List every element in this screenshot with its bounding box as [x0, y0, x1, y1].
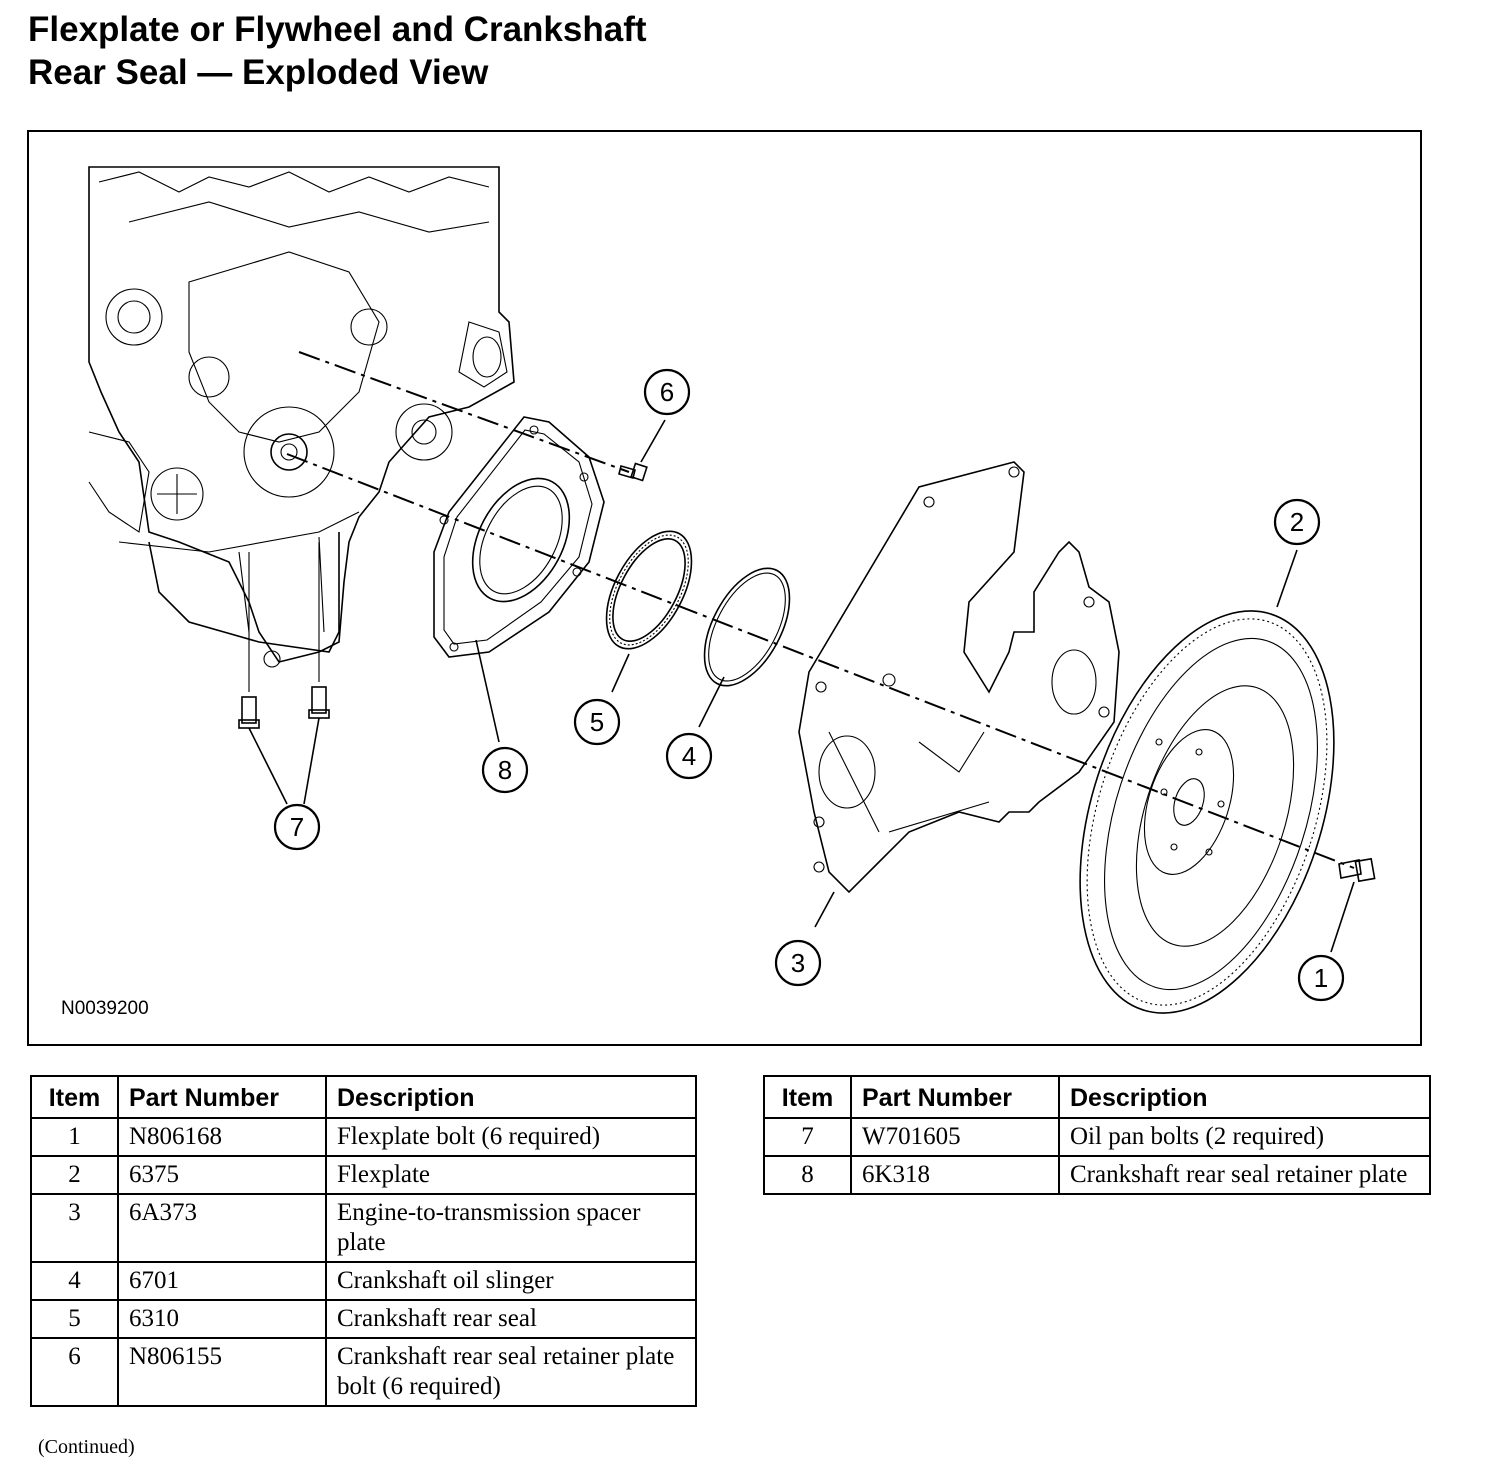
svg-text:4: 4 — [682, 741, 696, 771]
leader-6 — [640, 419, 666, 463]
svg-text:7: 7 — [290, 812, 304, 842]
exploded-view-figure: 6 2 5 4 8 7 3 1 N0039200 — [27, 130, 1422, 1046]
callout-8: 8 — [481, 746, 529, 794]
crankshaft-rear-seal — [605, 530, 693, 650]
header-description: Description — [325, 1075, 697, 1119]
flexplate — [1079, 610, 1335, 1014]
header-part-number: Part Number — [117, 1075, 327, 1119]
table-row: 1 N806168 Flexplate bolt (6 required) — [30, 1117, 697, 1157]
description-cell: Oil pan bolts (2 required) — [1058, 1117, 1431, 1157]
leader-5 — [611, 653, 630, 693]
part-number-cell: N806168 — [117, 1117, 327, 1157]
item-cell: 7 — [763, 1117, 852, 1157]
crank-centerline — [286, 453, 1355, 869]
callout-2: 2 — [1273, 498, 1321, 546]
table-row: 8 6K318 Crankshaft rear seal retainer pl… — [763, 1155, 1431, 1195]
parts-table-left: Item Part Number Description 1 N806168 F… — [30, 1075, 697, 1407]
item-cell: 3 — [30, 1193, 119, 1263]
svg-text:6: 6 — [660, 377, 674, 407]
flexplate-bolt — [1338, 857, 1376, 883]
item-cell: 1 — [30, 1117, 119, 1157]
table-row: 7 W701605 Oil pan bolts (2 required) — [763, 1117, 1431, 1157]
leader-2 — [1276, 549, 1298, 608]
item-cell: 6 — [30, 1337, 119, 1407]
description-cell: Flexplate — [325, 1155, 697, 1195]
table-row: 5 6310 Crankshaft rear seal — [30, 1299, 697, 1339]
engine-to-transmission-spacer-plate — [798, 461, 1120, 894]
item-cell: 4 — [30, 1261, 119, 1301]
figure-id: N0039200 — [61, 998, 149, 1019]
item-cell: 8 — [763, 1155, 852, 1195]
part-number-cell: N806155 — [117, 1337, 327, 1407]
leader-3 — [814, 891, 835, 928]
part-number-cell: 6K318 — [850, 1155, 1060, 1195]
leader-1 — [1330, 881, 1355, 953]
engine-block — [88, 166, 515, 668]
svg-text:1: 1 — [1314, 963, 1328, 993]
header-item: Item — [30, 1075, 119, 1119]
svg-text:2: 2 — [1290, 507, 1304, 537]
leader-7-right — [303, 717, 320, 805]
item-cell: 5 — [30, 1299, 119, 1339]
table-row: 4 6701 Crankshaft oil slinger — [30, 1261, 697, 1301]
leader-4 — [698, 676, 725, 728]
table-header-row: Item Part Number Description — [763, 1075, 1431, 1119]
header-description: Description — [1058, 1075, 1431, 1119]
table-row: 2 6375 Flexplate — [30, 1155, 697, 1195]
rear-seal-retainer-plate — [433, 416, 605, 658]
crankshaft-oil-slinger — [703, 567, 791, 687]
item-cell: 2 — [30, 1155, 119, 1195]
title-line-2: Rear Seal — Exploded View — [28, 53, 489, 92]
part-number-cell: 6701 — [117, 1261, 327, 1301]
callout-7: 7 — [273, 803, 321, 851]
svg-text:5: 5 — [590, 707, 604, 737]
retainer-plate-bolt — [618, 462, 648, 482]
part-number-cell: 6A373 — [117, 1193, 327, 1263]
callout-6: 6 — [643, 368, 691, 416]
exploded-view-drawing: 6 2 5 4 8 7 3 1 — [88, 166, 1376, 1014]
description-cell: Crankshaft rear seal retainer plate — [1058, 1155, 1431, 1195]
description-cell: Crankshaft rear seal retainer plate bolt… — [325, 1337, 697, 1407]
continued-note: (Continued) — [38, 1436, 135, 1458]
description-cell: Crankshaft oil slinger — [325, 1261, 697, 1301]
header-part-number: Part Number — [850, 1075, 1060, 1119]
callout-1: 1 — [1297, 954, 1345, 1002]
oil-pan-bolt-right — [308, 542, 330, 719]
callout-3: 3 — [774, 939, 822, 987]
table-header-row: Item Part Number Description — [30, 1075, 697, 1119]
header-item: Item — [763, 1075, 852, 1119]
leader-7-left — [248, 727, 288, 805]
bolt-6-alignment-line — [298, 351, 630, 473]
part-number-cell: W701605 — [850, 1117, 1060, 1157]
leader-8 — [475, 639, 500, 743]
svg-text:8: 8 — [498, 755, 512, 785]
callout-5: 5 — [573, 698, 621, 746]
callout-4: 4 — [665, 732, 713, 780]
title-line-1: Flexplate or Flywheel and Crankshaft — [28, 10, 647, 49]
table-row: 6 N806155 Crankshaft rear seal retainer … — [30, 1337, 697, 1407]
part-number-cell: 6375 — [117, 1155, 327, 1195]
description-cell: Crankshaft rear seal — [325, 1299, 697, 1339]
svg-text:3: 3 — [791, 948, 805, 978]
description-cell: Engine-to-transmission spacer plate — [325, 1193, 697, 1263]
table-row: 3 6A373 Engine-to-transmission spacer pl… — [30, 1193, 697, 1263]
parts-table-right: Item Part Number Description 7 W701605 O… — [763, 1075, 1431, 1195]
part-number-cell: 6310 — [117, 1299, 327, 1339]
page-title: Flexplate or Flywheel and Crankshaft Rea… — [28, 8, 647, 94]
description-cell: Flexplate bolt (6 required) — [325, 1117, 697, 1157]
